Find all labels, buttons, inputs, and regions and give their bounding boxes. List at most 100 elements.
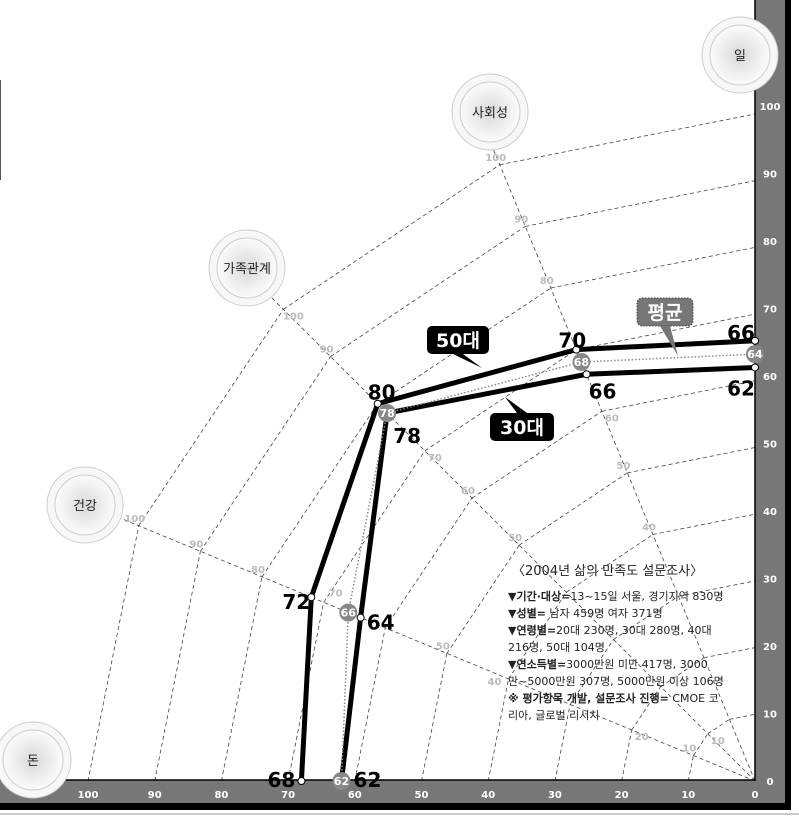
axis-tick-label: 50: [508, 533, 522, 544]
right-axis-label: 50: [763, 440, 777, 451]
axis-tick-label: 10: [682, 743, 696, 754]
avg-label: 62: [334, 775, 349, 788]
legend-30s-label: 30대: [500, 417, 544, 439]
right-axis-label: 100: [760, 102, 781, 113]
data-label: 66: [727, 321, 755, 345]
right-axis-label: 90: [763, 170, 777, 181]
axis-tick-label: 20: [635, 732, 649, 743]
data-point: [582, 370, 591, 379]
bottom-axis-label: 10: [681, 790, 695, 801]
caption-key: ▼연령별=: [508, 624, 557, 637]
grid-line: [660, 657, 705, 688]
legend-avg-pointer: [660, 326, 678, 356]
data-label: 70: [558, 329, 586, 353]
legend-30s-box: [490, 413, 554, 441]
right-axis-label: 20: [763, 642, 777, 653]
category-label-2: 가족관계: [223, 262, 271, 277]
axis-tick-label: 40: [488, 677, 502, 688]
category-circle: [709, 24, 771, 86]
axis-tick-label: 50: [436, 641, 450, 652]
avg-label: 78: [379, 407, 394, 420]
grid-line: [621, 729, 633, 782]
category-circle: [459, 81, 521, 143]
grid-line: [200, 356, 331, 552]
caption-key: ※ 평가항목 개발, 설문조사 진행=: [508, 692, 669, 705]
caption-text: 만~5000만원 307명, 5000만원 이상 106명: [508, 675, 724, 688]
data-label: 64: [367, 611, 395, 635]
grid-line: [627, 447, 756, 474]
avg-marker: [746, 345, 764, 364]
avg-marker: [339, 603, 358, 622]
grid-line: [601, 380, 756, 412]
legend-50s-box: [427, 326, 489, 354]
bottom-axis-label: 80: [214, 790, 228, 801]
data-label: 80: [368, 381, 396, 405]
axis-tick-label: 70: [329, 588, 343, 599]
grid-line: [424, 349, 577, 452]
data-label: 62: [727, 376, 755, 400]
caption-text: 216명, 50대 104명: [508, 641, 605, 654]
category-label-4: 일: [734, 49, 746, 64]
caption-key: ▼성별=: [508, 607, 546, 620]
data-point: [751, 363, 759, 372]
category-label-1: 건강: [73, 499, 97, 514]
grid-line: [566, 534, 654, 593]
legend-30s-pointer: [505, 397, 527, 413]
grid-line: [283, 164, 500, 310]
grid-line: [729, 713, 756, 720]
axis-tick-label: 40: [642, 523, 656, 534]
data-point: [751, 336, 759, 345]
grid-line: [518, 472, 628, 546]
grid-line: [652, 513, 756, 535]
caption-text: 13~15일 서울, 경기지역 830명: [570, 590, 724, 603]
data-label: 66: [589, 379, 617, 403]
bottom-axis-label: 100: [78, 790, 99, 801]
avg-marker: [572, 352, 591, 371]
grid-line: [138, 309, 284, 526]
data-point: [373, 399, 382, 408]
grid-line: [613, 595, 679, 640]
right-axis-label: 0: [767, 777, 774, 788]
data-point: [572, 345, 581, 354]
avg-marker: [378, 404, 397, 423]
data-label: 62: [354, 768, 382, 792]
caption-text: 남자 459명 여자 371명: [545, 607, 663, 620]
axis-tick-label: 60: [605, 413, 619, 424]
right-axis-label: 10: [763, 710, 777, 721]
caption-line: 리아, 글로벌 리서치: [508, 707, 748, 724]
axis-tick-label: 90: [514, 214, 528, 225]
grid-line: [421, 653, 448, 782]
right-axis-label: 60: [763, 372, 777, 383]
right-axis-bar: [755, 0, 785, 803]
category-circle: [2, 729, 64, 791]
grid-line: [154, 551, 201, 782]
data-label: 68: [268, 768, 296, 792]
caption-text: 3000만원 미만 417명, 3000: [566, 658, 708, 671]
bottom-axis-label: 70: [281, 790, 295, 801]
legend-50s-label: 50대: [436, 330, 480, 352]
category-circle: [54, 474, 116, 536]
data-point: [356, 613, 365, 622]
grid-line: [525, 180, 756, 227]
avg-label: 68: [574, 356, 589, 369]
data-label: 72: [282, 590, 310, 614]
grid-line: [87, 525, 140, 782]
data-label: 78: [393, 424, 421, 448]
grid-line: [707, 719, 730, 735]
bottom-axis-label: 0: [752, 790, 759, 801]
grid-line: [631, 686, 662, 731]
grid-line: [499, 113, 756, 166]
caption-title: 〈2004년 삶의 만족도 설문조사〉: [512, 564, 704, 579]
axis-tick-label: 70: [428, 453, 442, 464]
caption-text: 리아, 글로벌 리서치: [508, 709, 600, 722]
grid-line: [508, 592, 567, 680]
bottom-axis-label: 60: [348, 790, 362, 801]
grid-line: [678, 580, 756, 597]
grid-line: [446, 544, 520, 654]
axis-tick-label: 100: [124, 514, 145, 525]
axis-tick-label: 100: [283, 311, 304, 322]
grid-line: [554, 704, 571, 782]
bottom-shadow: [0, 803, 790, 810]
legend-avg-label: 평균: [648, 302, 683, 324]
